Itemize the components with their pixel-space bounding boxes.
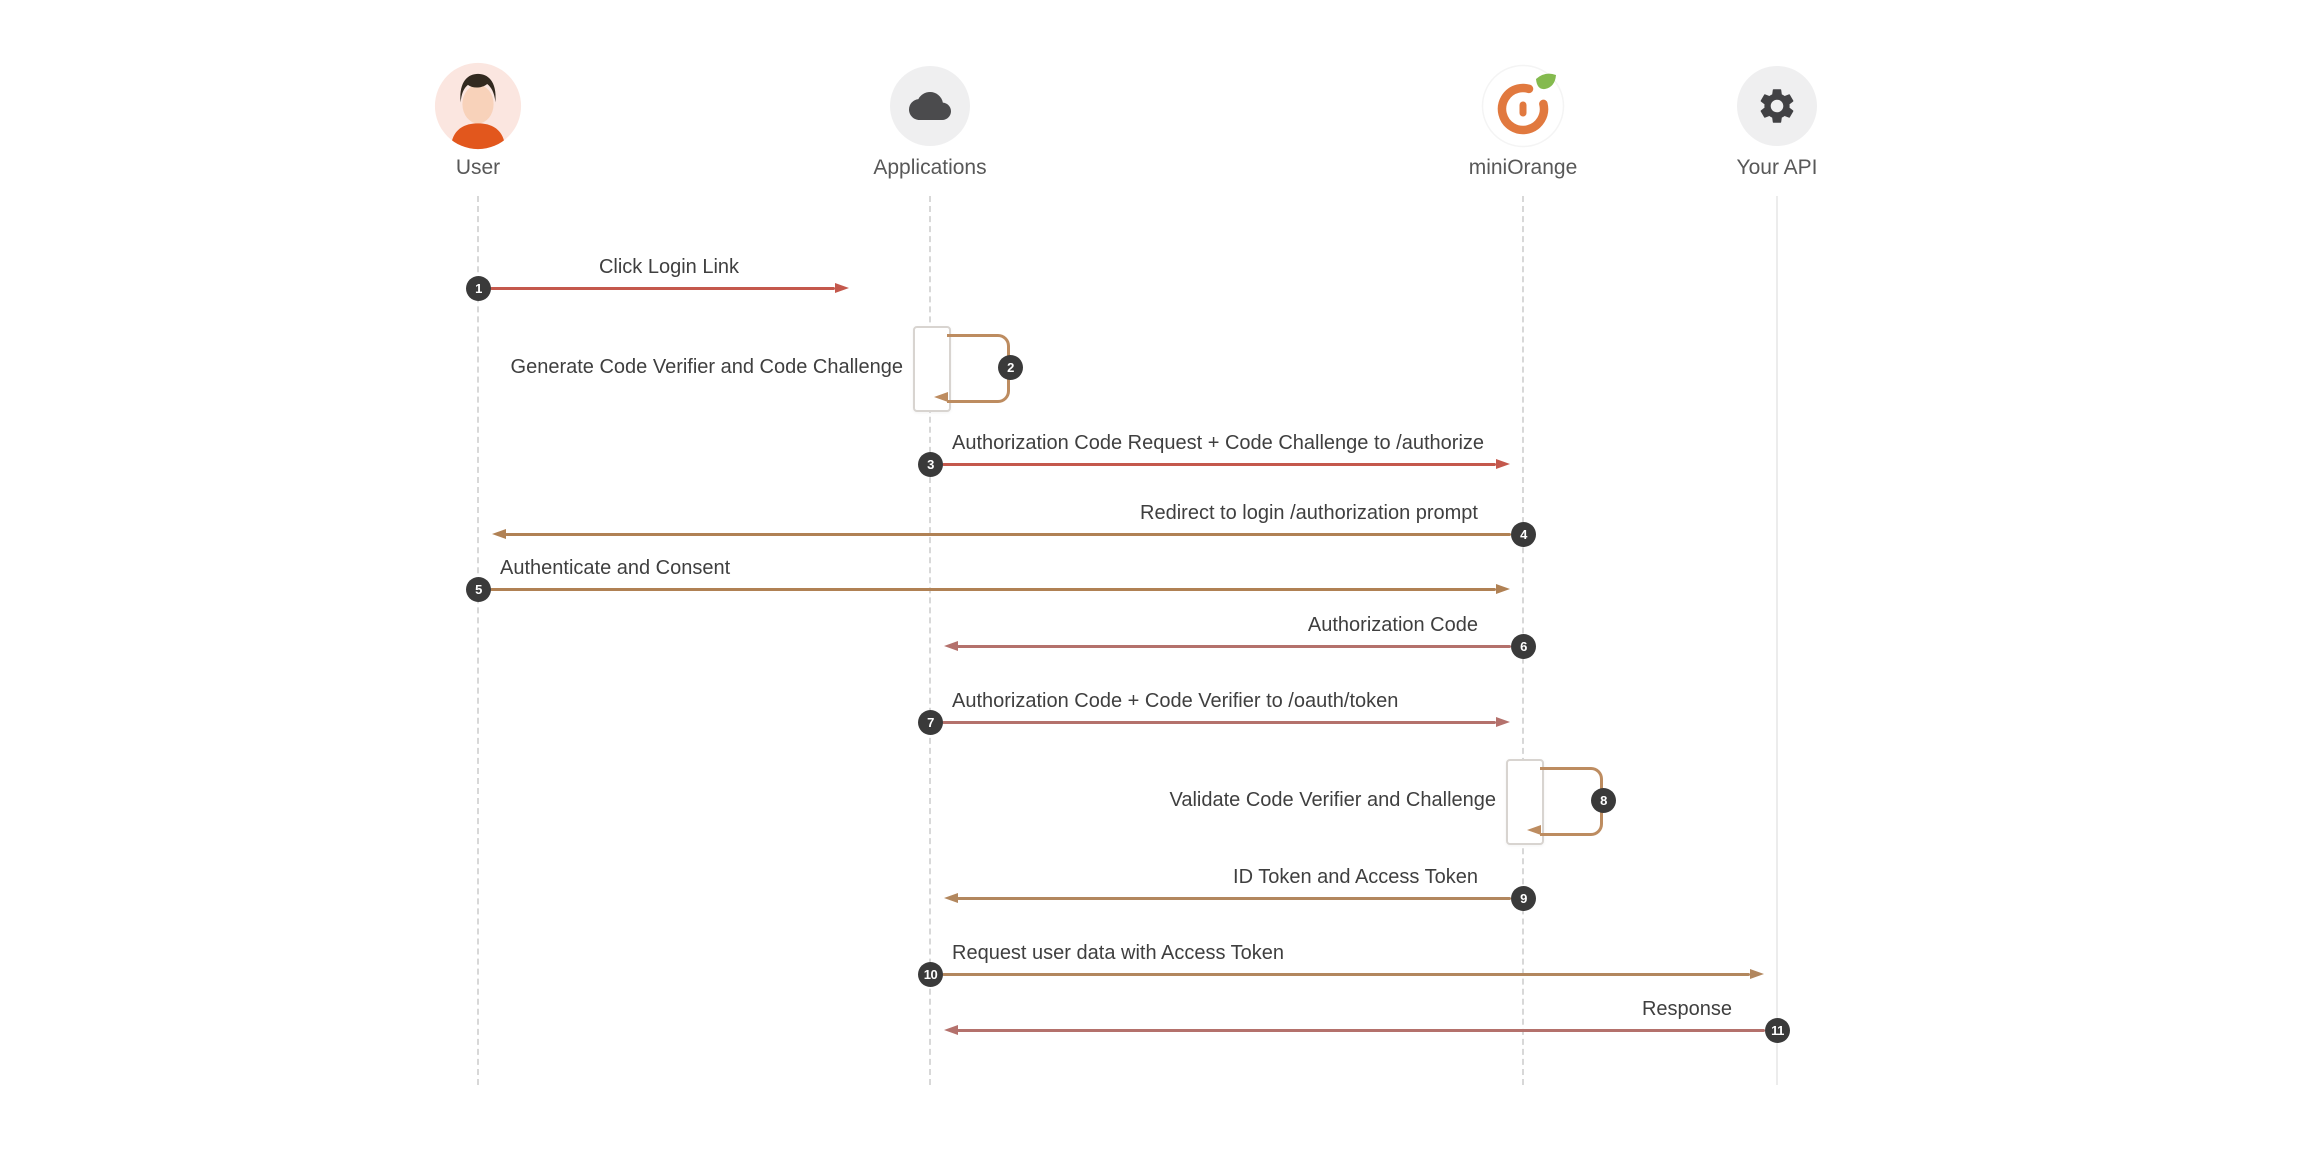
step-number-badge: 2 [998,355,1023,380]
message-label: Generate Code Verifier and Code Challeng… [510,356,903,378]
step-number-badge: 10 [918,962,943,987]
message-arrowhead [492,529,506,539]
message-arrowhead [944,1025,958,1035]
cloud-upload-icon [890,66,970,146]
message-label: Authorization Code [1307,614,1478,636]
message-arrowhead [1527,825,1541,835]
message-arrow-4 [505,533,1511,536]
step-number-badge: 1 [466,276,491,301]
step-number-badge: 4 [1511,522,1536,547]
message-label: ID Token and Access Token [1233,866,1478,888]
message-label: Click Login Link [598,256,740,278]
message-label: Redirect to login /authorization prompt [1140,502,1478,524]
message-arrow-5 [490,588,1496,591]
message-arrow-7 [942,721,1496,724]
message-arrow-9 [957,897,1511,900]
message-arrowhead [944,641,958,651]
message-label: Request user data with Access Token [952,942,1285,964]
message-label: Authorization Code Request + Code Challe… [952,432,1485,454]
message-arrow-3 [942,463,1496,466]
lifeline-yourapi [1776,196,1778,1085]
message-arrow-10 [942,973,1750,976]
actor-label-user: User [455,156,501,179]
gear-icon [1737,66,1817,146]
actor-label-yourapi: Your API [1736,156,1818,179]
message-label: Response [1641,998,1732,1020]
message-arrowhead [1496,717,1510,727]
step-number-badge: 5 [466,577,491,602]
message-arrowhead [835,283,849,293]
step-number-badge: 11 [1765,1018,1790,1043]
step-number-badge: 8 [1591,788,1616,813]
step-number-badge: 6 [1511,634,1536,659]
step-number-badge: 7 [918,710,943,735]
message-label: Authenticate and Consent [500,557,731,579]
message-arrowhead [1750,969,1764,979]
message-arrow-6 [957,645,1511,648]
message-arrowhead [934,392,948,402]
miniorange-logo-icon [1481,64,1565,148]
actor-label-miniorange: miniOrange [1468,156,1578,179]
step-number-badge: 9 [1511,886,1536,911]
message-arrow-1 [490,287,835,290]
step-number-badge: 3 [918,452,943,477]
lifeline-user [477,196,479,1085]
actor-label-applications: Applications [873,156,987,179]
message-label: Authorization Code + Code Verifier to /o… [952,690,1399,712]
message-arrowhead [1496,459,1510,469]
message-label: Validate Code Verifier and Challenge [1169,789,1496,811]
message-arrowhead [944,893,958,903]
lifeline-applications [929,196,931,1085]
user-avatar-icon [434,62,522,150]
message-arrowhead [1496,584,1510,594]
message-arrow-11 [957,1029,1765,1032]
